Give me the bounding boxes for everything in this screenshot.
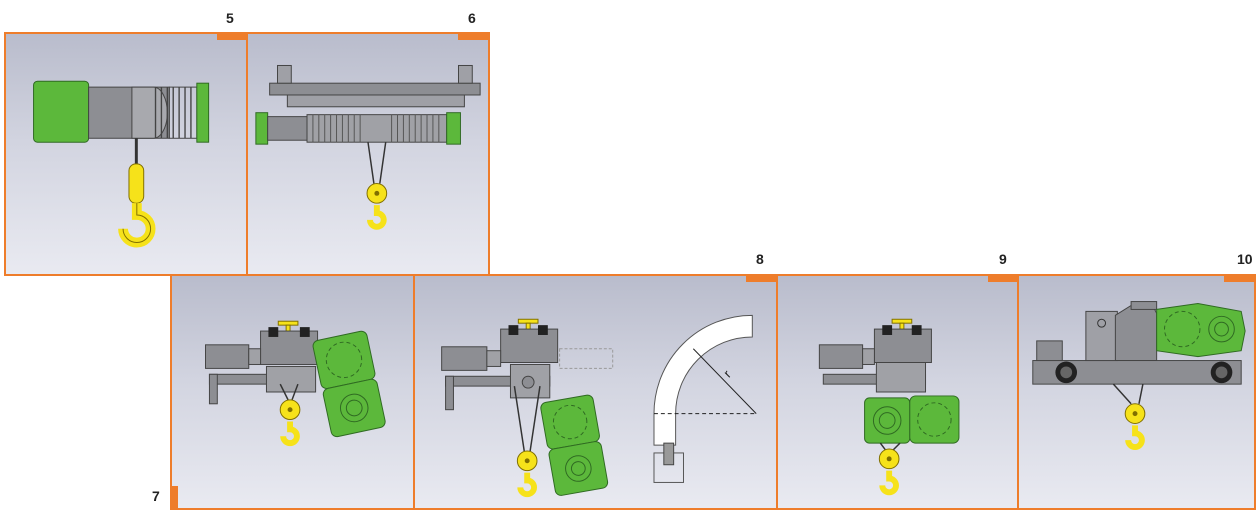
hoist-diagram-5 — [33, 80, 210, 248]
hook-icon — [879, 470, 899, 496]
travel-motor — [441, 346, 488, 371]
curved-rail — [653, 314, 753, 446]
hook-icon — [367, 205, 387, 230]
panel-tab — [1224, 276, 1254, 282]
wheel-right — [458, 64, 473, 84]
panel-tab — [746, 276, 776, 282]
panel-tab — [217, 34, 247, 40]
panel-tab — [988, 276, 1018, 282]
hoist-motor-pair — [864, 395, 960, 444]
figure-label-6: 6 — [468, 10, 476, 26]
ghost-motor — [559, 348, 614, 369]
gearbox-end — [196, 82, 210, 143]
hook-icon — [280, 421, 300, 447]
hook-icon — [517, 472, 537, 498]
panel-tab — [458, 34, 488, 40]
rope — [134, 138, 138, 168]
figure-label-7: 7 — [152, 488, 160, 504]
panel-tab — [172, 486, 178, 508]
hoist-motor-pair — [540, 394, 609, 496]
hoist-diagram-9 — [818, 318, 960, 496]
hoist-diagram-8: r — [441, 314, 757, 498]
panel-figure-6 — [246, 32, 490, 276]
travel-motor — [205, 344, 250, 369]
motor-housing — [33, 80, 90, 143]
wheel-left — [277, 64, 292, 84]
hook-icon — [1125, 425, 1145, 450]
panel-figure-7 — [170, 274, 416, 510]
gear-housing — [1114, 305, 1158, 362]
panel-figure-10 — [1017, 274, 1256, 510]
hoist-motor-pair — [312, 330, 386, 438]
figure-label-8: 8 — [756, 251, 764, 267]
motor-left — [255, 112, 269, 145]
radius-line — [692, 348, 757, 414]
wire-drum — [306, 114, 448, 143]
hoist-diagram-7 — [205, 320, 386, 447]
trolley-beam — [269, 82, 481, 96]
hoist-diagram-10 — [1032, 301, 1246, 450]
motor-right — [446, 112, 461, 145]
panel-figure-8: r — [413, 274, 778, 510]
hook-block — [128, 163, 145, 204]
travel-motor — [818, 344, 864, 369]
figure-label-10: 10 — [1237, 251, 1253, 267]
figure-label-9: 9 — [999, 251, 1007, 267]
panel-figure-5 — [4, 32, 249, 276]
hoist-motor — [1156, 303, 1246, 358]
panel-figure-9 — [776, 274, 1020, 510]
rope-grooves — [154, 87, 192, 139]
figure-label-5: 5 — [226, 10, 234, 26]
hoist-diagram-6 — [255, 64, 481, 230]
